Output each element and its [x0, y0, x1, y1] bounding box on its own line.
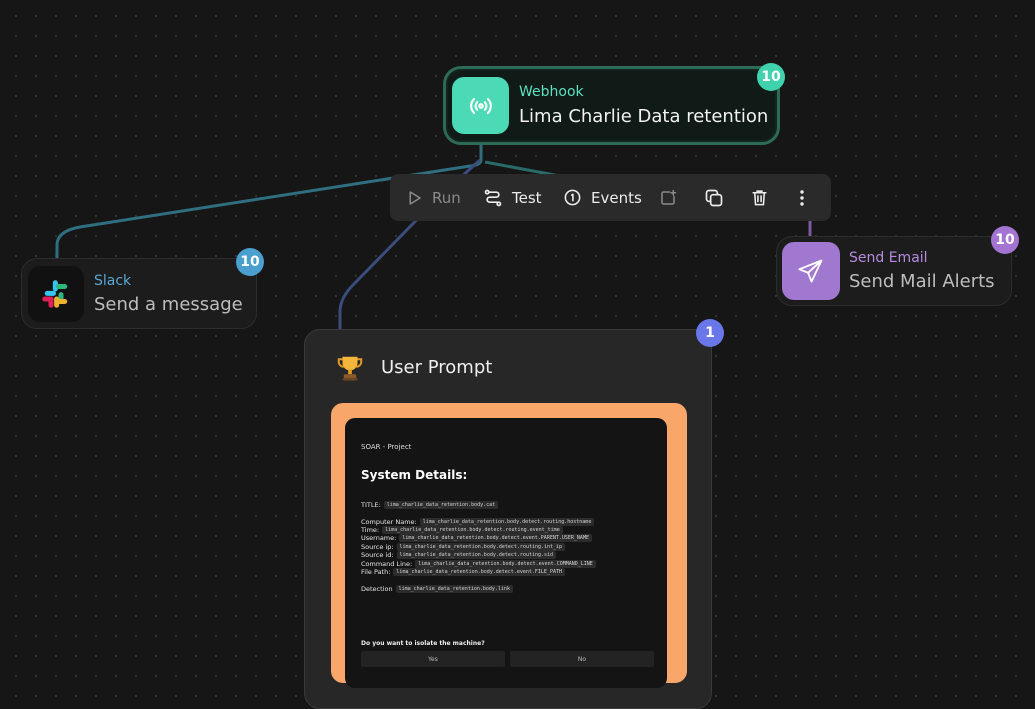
preview-row-value: lima_charlie_data_retention.body.detect.…	[382, 526, 563, 534]
preview-row: Source ip: lima_charlie_data_retention.b…	[361, 543, 566, 551]
preview-heading: System Details:	[361, 468, 468, 482]
preview-row-label: Command Line:	[361, 560, 413, 568]
email-count-badge: 10	[991, 226, 1019, 254]
preview-row: Time: lima_charlie_data_retention.body.d…	[361, 526, 563, 534]
test-label: Test	[512, 188, 542, 207]
email-title: Send Mail Alerts	[849, 271, 995, 292]
node-toolbar: Run Test Events	[390, 174, 831, 221]
preview-row: Detection lima_charlie_data_retention.bo…	[361, 585, 513, 593]
test-flow-icon	[484, 189, 502, 206]
events-label: Events	[591, 188, 642, 207]
prompt-preview-content: SOAR - Project System Details: TITLE: li…	[345, 418, 667, 688]
preview-project-label: SOAR - Project	[361, 443, 412, 451]
trash-icon	[752, 190, 767, 206]
webhook-node[interactable]: Webhook Lima Charlie Data retention 10	[443, 63, 785, 145]
webhook-title: Lima Charlie Data retention	[519, 106, 769, 127]
slack-node[interactable]: Slack Send a message 10	[21, 248, 264, 329]
prompt-preview: SOAR - Project System Details: TITLE: li…	[331, 403, 687, 688]
add-button[interactable]	[659, 174, 677, 221]
more-options-button[interactable]	[794, 174, 810, 221]
broadcast-icon	[452, 77, 509, 134]
preview-row-label: Username:	[361, 534, 397, 542]
preview-row-label: File Path:	[361, 568, 391, 576]
copy-icon	[705, 189, 723, 206]
edge-webhook-slack	[55, 145, 483, 258]
slack-count-badge: 10	[236, 248, 264, 276]
delete-button[interactable]	[750, 174, 769, 221]
preview-no-button[interactable]: No	[510, 651, 654, 667]
connection-lines	[55, 145, 812, 329]
preview-row-label: Computer Name:	[361, 518, 417, 526]
prompt-title: User Prompt	[381, 357, 493, 378]
events-button[interactable]: Events	[563, 174, 642, 221]
more-icon	[800, 189, 804, 206]
webhook-count-badge: 10	[757, 63, 785, 91]
preview-row: Source id: lima_charlie_data_retention.b…	[361, 551, 557, 559]
trophy-icon	[337, 356, 363, 381]
preview-row-label: Time:	[361, 526, 380, 534]
preview-row-label: TITLE:	[361, 501, 381, 509]
preview-row: File Path: lima_charlie_data_retention.b…	[361, 568, 565, 576]
slack-title: Send a message	[94, 294, 243, 315]
test-button[interactable]: Test	[483, 174, 542, 221]
email-type-label: Send Email	[849, 250, 928, 266]
preview-row: Computer Name: lima_charlie_data_retenti…	[361, 518, 595, 526]
send-icon	[782, 242, 840, 300]
user-prompt-node[interactable]: 1 User Prompt SOAR - Project System Deta…	[304, 319, 724, 709]
webhook-type-label: Webhook	[519, 84, 584, 100]
slack-icon	[28, 266, 84, 322]
preview-yes-button[interactable]: Yes	[361, 651, 505, 667]
preview-row-label: Detection	[361, 585, 393, 593]
preview-question: Do you want to isolate the machine?	[361, 640, 485, 647]
preview-row-value: lima_charlie_data_retention.body.cat	[383, 501, 499, 509]
preview-row-value: lima_charlie_data_retention.body.detect.…	[415, 560, 596, 568]
slack-type-label: Slack	[94, 273, 132, 289]
edge-webhook-email	[484, 160, 561, 178]
copy-button[interactable]	[704, 174, 724, 221]
preview-row-label: Source id:	[361, 551, 394, 559]
preview-row-value: lima_charlie_data_retention.body.detect.…	[399, 534, 592, 542]
preview-row: Username: lima_charlie_data_retention.bo…	[361, 534, 592, 542]
run-label: Run	[432, 188, 461, 207]
preview-row-value: lima_charlie_data_retention.body.link	[395, 585, 513, 593]
prompt-count-badge: 1	[696, 319, 724, 347]
edge-webhook-prompt	[338, 158, 482, 329]
events-icon	[564, 189, 581, 206]
preview-row: Command Line: lima_charlie_data_retentio…	[361, 560, 596, 568]
preview-row-value: lima_charlie_data_retention.body.detect.…	[393, 568, 565, 576]
run-button[interactable]: Run	[405, 174, 461, 221]
preview-row-value: lima_charlie_data_retention.body.detect.…	[419, 518, 595, 526]
preview-row-value: lima_charlie_data_retention.body.detect.…	[396, 543, 566, 551]
preview-row-value: lima_charlie_data_retention.body.detect.…	[396, 551, 557, 559]
send-email-node[interactable]: Send Email Send Mail Alerts 10	[776, 226, 1019, 306]
preview-row: TITLE: lima_charlie_data_retention.body.…	[361, 501, 499, 509]
play-icon	[409, 190, 421, 205]
preview-row-label: Source ip:	[361, 543, 394, 551]
add-icon	[661, 189, 677, 205]
